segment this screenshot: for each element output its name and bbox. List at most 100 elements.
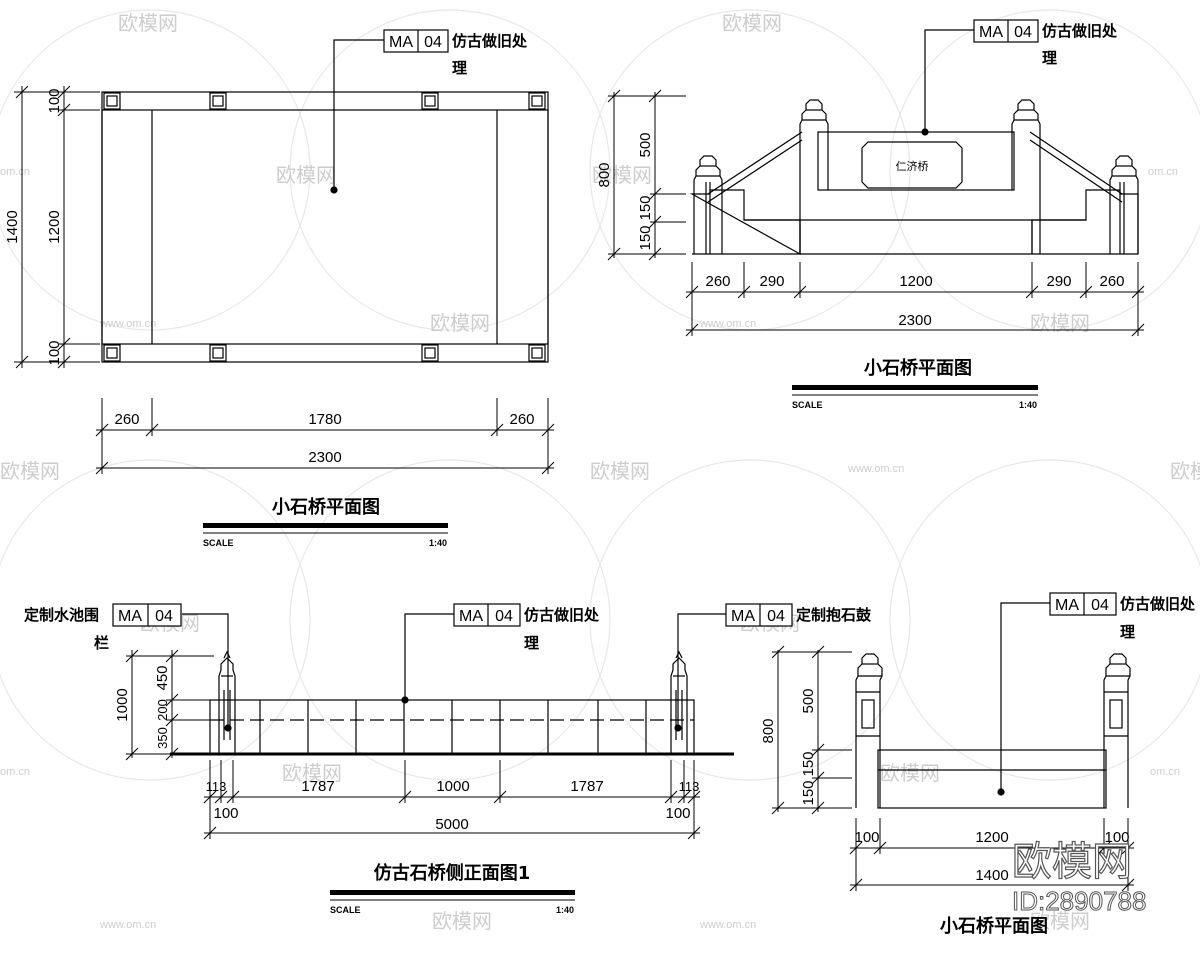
callout-tag: MA 04 仿古做旧处 理 bbox=[1049, 592, 1196, 641]
bridge-top-rail bbox=[817, 131, 1015, 191]
scale-label: SCALE bbox=[203, 538, 234, 548]
dim-label: 1200 bbox=[899, 273, 932, 290]
callout-number: 04 bbox=[495, 608, 513, 625]
dim-total-label: 2300 bbox=[308, 449, 341, 466]
brand-mark: 欧模网 ID:2890788 bbox=[1011, 838, 1147, 916]
dim-label: 260 bbox=[509, 411, 534, 428]
watermark-brand: 欧模网 bbox=[722, 11, 782, 35]
title-bar bbox=[203, 523, 448, 528]
drawing-title: 小石桥平面图 bbox=[272, 496, 380, 518]
title-bar bbox=[330, 890, 575, 895]
watermark-brand: 欧模网 bbox=[432, 909, 492, 933]
watermark-site: om.cn bbox=[1150, 766, 1180, 778]
title-bar bbox=[792, 385, 1038, 390]
callout-note: 理 bbox=[524, 634, 539, 652]
callout-leader bbox=[677, 613, 726, 728]
dim-label: 1787 bbox=[570, 778, 603, 795]
dim-label: 100 bbox=[46, 88, 63, 113]
elevation-top-right bbox=[607, 29, 1145, 396]
dim-label: 290 bbox=[759, 273, 784, 290]
callout-number: 04 bbox=[1091, 597, 1109, 614]
end-posts bbox=[855, 653, 1131, 808]
callout-number: 04 bbox=[155, 608, 173, 625]
dim-total-label: 1000 bbox=[114, 688, 131, 721]
watermark-brand: 欧模网 bbox=[276, 163, 336, 187]
drawing-title: 仿古石桥侧正面图1 bbox=[374, 862, 531, 884]
watermark-brand: 欧模网 bbox=[282, 761, 342, 785]
name-plaque bbox=[861, 141, 963, 189]
callout-leader bbox=[1000, 602, 1050, 792]
dim-total-label: 800 bbox=[596, 162, 613, 187]
dim-label: 260 bbox=[114, 411, 139, 428]
elevation-br-dims-left bbox=[771, 645, 852, 815]
brand-logo-text: 欧模网 bbox=[1012, 839, 1132, 885]
watermark-brand: 欧模网 bbox=[592, 163, 652, 187]
dim-label: 100 bbox=[213, 805, 238, 822]
watermark-site: www.om.cn bbox=[699, 318, 756, 330]
dim-label: 1780 bbox=[308, 411, 341, 428]
plan-dims-bottom bbox=[95, 398, 555, 475]
elevation-dims-bottom bbox=[685, 262, 1145, 337]
callout-note: 栏 bbox=[94, 634, 109, 652]
watermark-site: om.cn bbox=[0, 166, 30, 178]
dim-label: 260 bbox=[1099, 273, 1124, 290]
dim-label: 260 bbox=[705, 273, 730, 290]
dim-label: 100 bbox=[1104, 829, 1129, 846]
dim-label: 150 bbox=[800, 751, 817, 776]
callout-number: 04 bbox=[424, 34, 442, 51]
dim-label: 113 bbox=[679, 779, 700, 794]
scale-value: 1:40 bbox=[556, 905, 574, 915]
plaque-text: 仁济桥 bbox=[896, 159, 929, 173]
drawing-title: 小石桥平面图 bbox=[864, 357, 972, 379]
callout-code: MA bbox=[731, 608, 755, 625]
callout-tag: MA 04 仿古做旧处 理 bbox=[453, 603, 600, 652]
elevation-posts bbox=[693, 99, 1139, 254]
callout-code: MA bbox=[118, 608, 142, 625]
wall-joints bbox=[259, 700, 647, 754]
callout-note: 仿古做旧处 bbox=[1042, 22, 1118, 40]
dim-total-label: 5000 bbox=[435, 816, 468, 833]
dim-label: 1000 bbox=[436, 778, 469, 795]
elevation-dims-left bbox=[607, 89, 686, 261]
callout-number: 04 bbox=[1014, 24, 1032, 41]
callout-tag: MA 04 仿古做旧处 理 bbox=[973, 19, 1118, 67]
callout-number: 04 bbox=[767, 608, 785, 625]
callout-leader bbox=[924, 29, 974, 132]
dim-label: 350 bbox=[155, 727, 170, 749]
callout-note: 仿古做旧处 bbox=[452, 32, 528, 50]
side-elevation-bottom-left-text: 450 200 350 1000 113 1787 1000 1787 113 … bbox=[114, 665, 699, 915]
watermark-site: www.om.cn bbox=[99, 919, 156, 931]
plan-view-top-left bbox=[14, 39, 555, 534]
dim-label: 100 bbox=[665, 805, 690, 822]
bridge-span bbox=[877, 749, 1107, 809]
dim-label: 1787 bbox=[301, 778, 334, 795]
side-dims-bottom bbox=[203, 760, 701, 840]
dim-label: 100 bbox=[854, 829, 879, 846]
callout-leader bbox=[333, 39, 384, 190]
callout-note: 定制抱石鼓 bbox=[796, 606, 872, 624]
watermark-site: om.cn bbox=[0, 766, 30, 778]
callout-tag: MA 04 定制抱石鼓 bbox=[725, 603, 872, 627]
plan-dims-left bbox=[14, 85, 100, 369]
callout-note: 理 bbox=[1120, 623, 1135, 641]
dim-total-label: 1400 bbox=[4, 210, 21, 243]
watermark-brand: 欧模网 bbox=[1170, 459, 1200, 483]
scale-value: 1:40 bbox=[1019, 400, 1037, 410]
dim-label: 150 bbox=[637, 225, 654, 250]
dim-label: 500 bbox=[637, 132, 654, 157]
dim-label: 500 bbox=[800, 688, 817, 713]
callout-note: 仿古做旧处 bbox=[524, 606, 600, 624]
callout-tag: MA 04 定制水池围 栏 bbox=[24, 603, 182, 652]
watermark-site: www.om.cn bbox=[847, 463, 904, 475]
dim-label: 290 bbox=[1046, 273, 1071, 290]
plan-posts bbox=[103, 92, 546, 362]
scale-label: SCALE bbox=[792, 400, 823, 410]
side-elevation-bottom-left bbox=[125, 613, 734, 901]
watermark-brand: 欧模网 bbox=[118, 11, 178, 35]
callout-dot bbox=[921, 128, 929, 136]
elevation-top-right-text: 仁济桥 500 150 150 800 260 290 1200 290 260… bbox=[596, 132, 1125, 410]
callout-dot bbox=[330, 186, 338, 194]
callout-note: 理 bbox=[1042, 49, 1057, 67]
brand-id-text: ID:2890788 bbox=[1012, 886, 1146, 916]
